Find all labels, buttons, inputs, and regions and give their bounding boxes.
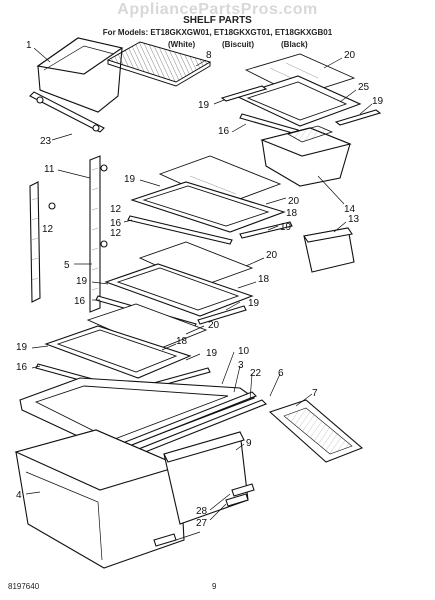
callout-25: 25	[358, 82, 370, 93]
callout-16: 16	[16, 362, 28, 373]
callout-10: 10	[238, 346, 250, 357]
callout-22: 22	[250, 368, 262, 379]
ladder-part-11	[89, 155, 101, 313]
callout-19: 19	[372, 96, 384, 107]
callout-14: 14	[344, 204, 356, 215]
callout-18: 18	[176, 336, 188, 347]
rail-part-16-shelf-1	[127, 215, 233, 245]
callout-1: 1	[26, 40, 32, 51]
rail-part-16-top	[239, 113, 299, 135]
bracket-part-7	[268, 399, 364, 463]
door-bin-part-13	[303, 227, 355, 273]
slide-part-28	[153, 483, 255, 547]
ladder-part-5	[29, 181, 41, 303]
trim-part-19-shelf-1	[239, 221, 293, 239]
slide-part-27	[225, 493, 249, 507]
callout-12: 12	[42, 224, 54, 235]
callout-28: 28	[196, 506, 208, 517]
trim-part-19-shelf-2	[197, 305, 247, 325]
callout-27: 27	[196, 518, 208, 529]
callout-16: 16	[74, 296, 86, 307]
bin-part-1	[36, 37, 124, 113]
callout-18: 18	[286, 208, 298, 219]
callout-3: 3	[238, 360, 244, 371]
callout-20: 20	[288, 196, 300, 207]
callout-19: 19	[248, 298, 260, 309]
callout-18: 18	[258, 274, 270, 285]
callout-5: 5	[64, 260, 70, 271]
leader-lines	[25, 47, 373, 541]
drawer-part-4	[14, 429, 185, 569]
callout-6: 6	[278, 368, 284, 379]
screw-part-12	[48, 164, 108, 248]
callout-12: 12	[110, 204, 122, 215]
callout-16: 16	[110, 218, 122, 229]
callouts: 1 8 20 25 19 19 16 14 23 11 12 12 12 19 …	[16, 40, 384, 529]
document-number: 8197640	[8, 582, 40, 591]
variant-white: (White)	[168, 40, 196, 49]
callout-11: 11	[44, 164, 55, 175]
callout-13: 13	[348, 214, 360, 225]
callout-9: 9	[246, 438, 252, 449]
callout-19: 19	[280, 222, 292, 233]
callout-19: 19	[124, 174, 136, 185]
variant-biscuit: (Biscuit)	[222, 40, 254, 49]
callout-16: 16	[218, 126, 230, 137]
trim-part-19-left-top	[220, 85, 268, 102]
frame-part-18-shelf-3	[44, 325, 192, 379]
callout-23: 23	[40, 136, 52, 147]
callout-20: 20	[266, 250, 278, 261]
callout-19: 19	[198, 100, 210, 111]
callout-12: 12	[110, 228, 122, 239]
callout-19: 19	[206, 348, 218, 359]
callout-19: 19	[76, 276, 88, 287]
callout-4: 4	[16, 490, 22, 501]
callout-20: 20	[208, 320, 220, 331]
callout-8: 8	[206, 50, 212, 61]
trim-part-19-right-top	[334, 109, 382, 126]
model-list: For Models: ET18GKXGW01, ET18GKXGT01, ET…	[102, 28, 333, 37]
callout-19: 19	[16, 342, 28, 353]
variant-black: (Black)	[281, 40, 308, 49]
diagram-title: SHELF PARTS	[183, 15, 252, 26]
frame-part-18-shelf-1	[130, 181, 286, 233]
watermark: AppliancePartsPros.com	[117, 1, 318, 18]
callout-7: 7	[312, 388, 318, 399]
rod-part-23	[29, 91, 105, 133]
wire-shelf-part-8	[106, 41, 212, 87]
callout-20: 20	[344, 50, 356, 61]
cover-frame-part-10	[19, 377, 256, 453]
frame-part-25	[234, 75, 362, 127]
page-number: 9	[212, 582, 217, 591]
crisper-part-14	[260, 125, 352, 187]
frame-part-18-shelf-2	[104, 263, 254, 317]
